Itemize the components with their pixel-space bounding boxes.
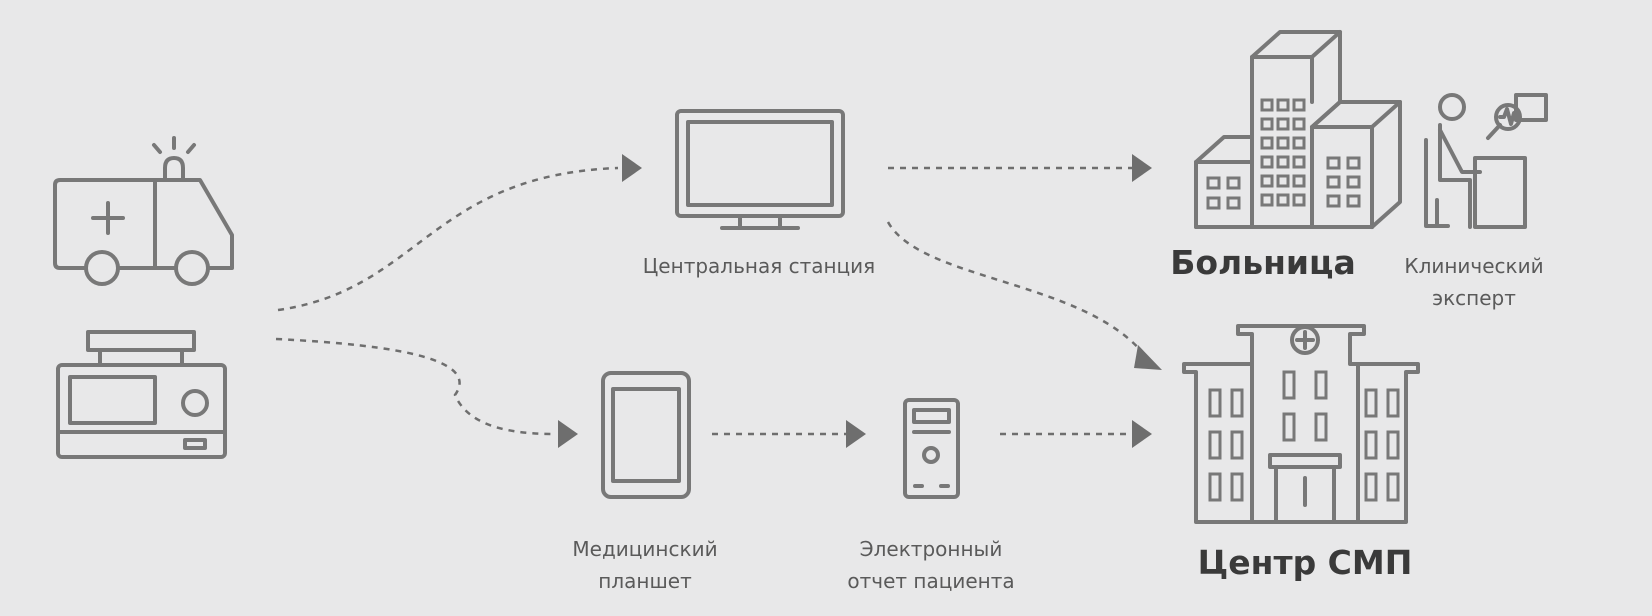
tablet-label-line1: Медицинский: [572, 537, 717, 561]
medical-tablet-icon: [601, 371, 691, 499]
arrow-head: [1132, 154, 1152, 182]
window: [1276, 155, 1290, 169]
clinical-expert-label-line1: Клинический: [1404, 254, 1543, 278]
window: [1292, 117, 1306, 131]
window: [1314, 370, 1328, 400]
window: [1260, 136, 1274, 150]
window: [1346, 156, 1361, 170]
ambulance-icon: [53, 136, 234, 286]
arrow-head: [846, 420, 866, 448]
window: [1364, 472, 1378, 502]
epcr-label-line2: отчет пациента: [847, 569, 1014, 593]
flow-connectors: [275, 154, 1162, 448]
window: [1346, 194, 1361, 208]
window: [1276, 117, 1290, 131]
window: [1260, 98, 1274, 112]
window: [1260, 117, 1274, 131]
arrow-head: [1134, 345, 1162, 370]
connector-central-to-ems: [886, 221, 1143, 353]
clinical-expert-icon: [1424, 93, 1548, 229]
window: [1230, 472, 1244, 502]
window: [1226, 196, 1241, 210]
epcr-label-line1: Электронный: [860, 537, 1003, 561]
arrow-head: [558, 420, 578, 448]
window: [1282, 412, 1296, 442]
window: [1326, 194, 1341, 208]
window: [1276, 98, 1290, 112]
window: [1386, 388, 1400, 418]
arrow-head: [622, 154, 642, 182]
window: [1292, 174, 1306, 188]
epcr-device-icon: [903, 398, 960, 499]
window: [1282, 370, 1296, 400]
window: [1206, 176, 1221, 190]
window: [1386, 430, 1400, 460]
window: [1292, 136, 1306, 150]
ems-center-icon: [1182, 324, 1420, 524]
hospital-icon: [1194, 30, 1402, 229]
window: [1208, 472, 1222, 502]
arrow-head: [1132, 420, 1152, 448]
patient-monitor-icon: [56, 330, 227, 459]
ems-windows: [1208, 370, 1400, 502]
central-station-icon: [675, 109, 845, 230]
window: [1226, 176, 1241, 190]
window: [1292, 98, 1306, 112]
window: [1364, 388, 1378, 418]
window: [1276, 193, 1290, 207]
central-station-label: Центральная станция: [643, 254, 875, 278]
window: [1346, 175, 1361, 189]
window: [1260, 155, 1274, 169]
window: [1292, 155, 1306, 169]
window: [1326, 175, 1341, 189]
window: [1260, 174, 1274, 188]
hospital-label: Больница: [1170, 243, 1356, 282]
window: [1230, 388, 1244, 418]
tablet-label-line2: планшет: [598, 569, 692, 593]
window: [1208, 388, 1222, 418]
clinical-expert-label-line2: эксперт: [1432, 286, 1516, 310]
window: [1364, 430, 1378, 460]
window: [1292, 193, 1306, 207]
connector-to-central-station: [277, 166, 619, 312]
window: [1386, 472, 1400, 502]
window: [1314, 412, 1328, 442]
window: [1276, 174, 1290, 188]
window: [1260, 193, 1274, 207]
window: [1230, 430, 1244, 460]
hospital-windows: [1206, 98, 1361, 210]
ems-center-label: Центр СМП: [1198, 543, 1413, 582]
connector-to-tablet: [275, 337, 557, 436]
window: [1206, 196, 1221, 210]
window: [1326, 156, 1341, 170]
window: [1276, 136, 1290, 150]
window: [1208, 430, 1222, 460]
